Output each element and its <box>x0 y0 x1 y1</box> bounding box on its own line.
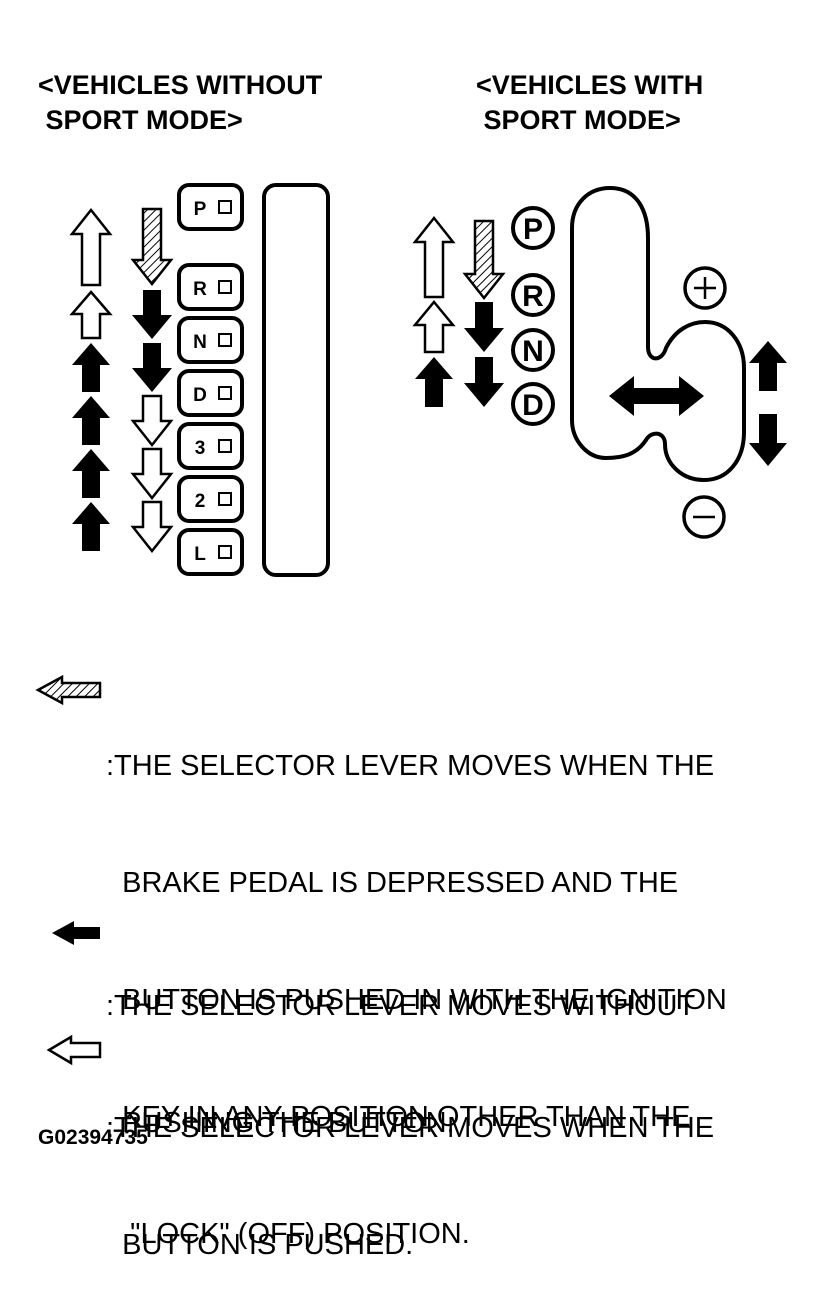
legend-outline-text: :THE SELECTOR LEVER MOVES WHEN THE BUTTO… <box>106 1031 714 1304</box>
heading-with-sport-line1: <VEHICLES WITH <box>476 70 704 100</box>
legend-hatched-line: :THE SELECTOR LEVER MOVES WHEN THE <box>106 750 715 782</box>
sport-gate-outline <box>570 185 746 483</box>
solid-down-arrow-icon <box>749 414 787 466</box>
minus-icon <box>682 495 726 539</box>
hatched-arrow-icon <box>35 674 102 706</box>
gate-label-p: P <box>194 199 207 220</box>
gate-label-n: N <box>193 332 207 353</box>
outline-up-arrow-icon <box>69 290 113 340</box>
gate-with-sport: P R N D <box>412 185 787 539</box>
legend-hatched-line: KEY IN ANY POSITION OTHER THAN THE <box>106 1101 691 1133</box>
gate-position-3: 3 <box>177 422 244 470</box>
solid-arrow-icon <box>52 921 100 945</box>
solid-down-arrow-icon <box>132 290 172 339</box>
legend-outline-line: BUTTON IS PUSHED. <box>106 1229 414 1261</box>
legend-solid-line: PUSHING THE BUTTON. <box>106 1107 455 1139</box>
gate-position-r: R <box>177 263 244 311</box>
shift-pattern-diagram: P R N D 3 2 L <box>35 183 787 1066</box>
heading-with-sport-line2: SPORT MODE> <box>476 105 681 135</box>
heading-without-sport: <VEHICLES WITHOUT SPORT MODE> <box>38 68 322 138</box>
heading-with-sport: <VEHICLES WITH SPORT MODE> <box>476 68 703 138</box>
gate-position-n: N <box>177 316 244 364</box>
gate-without-sport: P R N D 3 2 L <box>69 183 330 577</box>
plus-icon <box>683 266 727 310</box>
legend-outline-line: :THE SELECTOR LEVER MOVES WHEN THE <box>106 1112 715 1144</box>
sport-gate-label-p: P <box>523 213 543 246</box>
outline-down-arrow-icon <box>130 447 174 501</box>
gate-label-l: L <box>194 544 206 565</box>
heading-without-sport-line1: <VEHICLES WITHOUT <box>38 70 323 100</box>
hatched-down-arrow-icon <box>130 207 174 287</box>
gate-position-p: P <box>177 183 244 231</box>
heading-without-sport-line2: SPORT MODE> <box>38 105 243 135</box>
solid-horizontal-double-arrow-icon <box>609 376 704 416</box>
legend-hatched-line: BUTTON IS PUSHED IN WITH THE IGNITION <box>106 984 727 1016</box>
legend-solid-line: :THE SELECTOR LEVER MOVES WITHOUT <box>106 990 696 1022</box>
gate-position-d: D <box>177 369 244 417</box>
solid-up-arrow-icon <box>72 449 110 498</box>
solid-down-arrow-icon <box>464 302 504 352</box>
gate-label-r: R <box>193 279 207 300</box>
gate-label-2: 2 <box>195 491 206 512</box>
gate-position-2: 2 <box>177 475 244 523</box>
gate-position-l: L <box>177 528 244 576</box>
solid-up-arrow-icon <box>749 341 787 391</box>
shift-slot <box>262 183 330 577</box>
sport-gate-position-p: P <box>511 206 555 250</box>
sport-gate-label-d: D <box>522 389 544 422</box>
legend-hatched-line: BRAKE PEDAL IS DEPRESSED AND THE <box>106 867 679 899</box>
hatched-down-arrow-icon <box>462 219 506 301</box>
outline-down-arrow-icon <box>130 500 174 554</box>
outline-down-arrow-icon <box>130 394 174 448</box>
solid-down-arrow-icon <box>132 343 172 392</box>
legend-solid-text: :THE SELECTOR LEVER MOVES WITHOUT PUSHIN… <box>106 909 695 1182</box>
figure-code: G02394735 <box>38 1126 148 1149</box>
solid-up-arrow-icon <box>72 396 110 445</box>
solid-up-arrow-icon <box>72 502 110 551</box>
sport-gate-position-r: R <box>511 273 555 317</box>
sport-gate-label-n: N <box>522 335 544 368</box>
outline-arrow-icon <box>46 1034 102 1066</box>
solid-up-arrow-icon <box>415 357 453 407</box>
outline-up-arrow-icon <box>69 207 113 287</box>
outline-up-arrow-icon <box>412 300 456 354</box>
solid-up-arrow-icon <box>72 343 110 392</box>
outline-up-arrow-icon <box>412 215 456 299</box>
sport-gate-position-n: N <box>511 328 555 372</box>
sport-gate-position-d: D <box>511 382 555 426</box>
sport-gate-label-r: R <box>522 280 544 313</box>
gate-label-3: 3 <box>195 438 206 459</box>
gate-label-d: D <box>193 385 207 406</box>
solid-down-arrow-icon <box>464 357 504 407</box>
